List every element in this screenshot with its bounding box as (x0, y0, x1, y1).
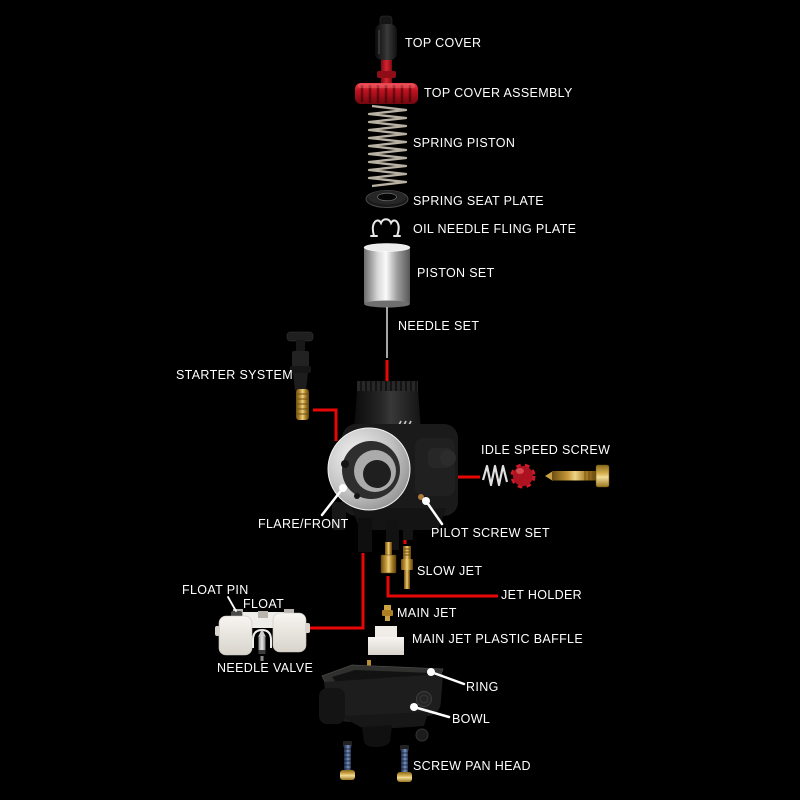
top-cover-part (375, 15, 397, 60)
leader-ring (429, 670, 466, 686)
pilot-screw-location (418, 494, 424, 500)
slow-jet-part (401, 546, 413, 589)
main-jet-part (382, 605, 393, 621)
leader-pilot-screw-set (424, 499, 444, 526)
label-needle-valve: NEEDLE VALVE (217, 661, 314, 675)
label-slow-jet: SLOW JET (417, 564, 483, 578)
connector-starter-system (313, 408, 338, 441)
leader-bowl (412, 705, 451, 719)
label-float: FLOAT (243, 597, 285, 611)
label-float-pin: FLOAT PIN (182, 583, 249, 597)
oil-needle-fling-plate-part (370, 218, 401, 237)
label-pilot-screw-set: PILOT SCREW SET (431, 526, 550, 540)
label-top-cover: TOP COVER (405, 36, 482, 50)
label-bowl: BOWL (452, 712, 491, 726)
label-screw-pan-head: SCREW PAN HEAD (413, 759, 531, 773)
screw-pan-head-part (340, 741, 412, 782)
idle-speed-screw-part (481, 463, 610, 489)
leader-flare-front (320, 486, 345, 517)
jet-holder-part (380, 542, 397, 574)
spring-piston-part (367, 104, 408, 188)
leader-dot-flare-front (339, 484, 347, 492)
label-idle-speed-screw: IDLE SPEED SCREW (481, 443, 611, 457)
main-jet-plastic-baffle-part (368, 626, 404, 655)
connector-jet-holder (386, 576, 498, 598)
piston-set-part (363, 243, 411, 308)
float-pin-part (231, 611, 242, 617)
leader-float-pin (227, 596, 237, 612)
leader-dot-ring (427, 668, 435, 676)
label-needle-set: NEEDLE SET (398, 319, 480, 333)
label-spring-piston: SPRING PISTON (413, 136, 516, 150)
label-main-jet-plastic-baffle: MAIN JET PLASTIC BAFFLE (412, 632, 584, 646)
label-main-jet: MAIN JET (397, 606, 457, 620)
leader-dot-bowl (410, 703, 418, 711)
connector-float (307, 553, 365, 630)
spring-seat-plate-part (365, 190, 409, 208)
label-top-cover-assembly: TOP COVER ASSEMBLY (424, 86, 573, 100)
label-piston-set: PISTON SET (417, 266, 495, 280)
float-part (215, 609, 310, 656)
label-ring: RING (466, 680, 499, 694)
label-jet-holder: JET HOLDER (501, 588, 583, 602)
label-spring-seat-plate: SPRING SEAT PLATE (413, 194, 544, 208)
bowl-part (319, 660, 444, 747)
white-leader-lines (227, 484, 466, 719)
carburetor-body-part (327, 381, 458, 552)
flare-front-part (327, 427, 411, 511)
needle-valve-part (252, 628, 272, 661)
top-cover-assembly-part (355, 60, 418, 104)
leader-dot-pilot-screw-set (422, 497, 430, 505)
label-flare-front: FLARE/FRONT (258, 517, 349, 531)
starter-system-part (286, 331, 314, 420)
label-oil-needle-fling-plate: OIL NEEDLE FLING PLATE (413, 222, 577, 236)
label-starter-system: STARTER SYSTEM (176, 368, 293, 382)
